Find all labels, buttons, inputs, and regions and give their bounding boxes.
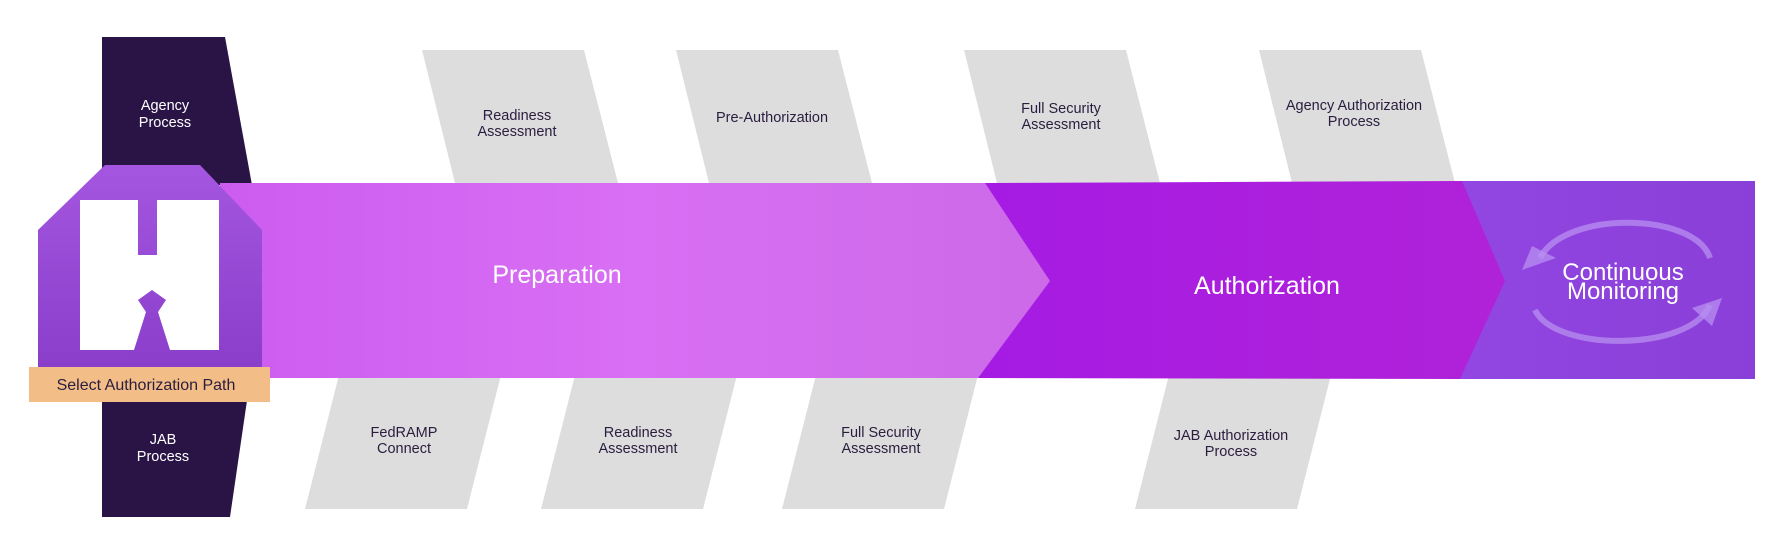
select-path-strip[interactable] xyxy=(29,367,270,402)
bottom-step-4 xyxy=(1135,375,1331,509)
bottom-step-3 xyxy=(782,375,978,509)
cycle-arrowheads-icon xyxy=(1522,246,1722,326)
preparation-title: Preparation xyxy=(492,261,621,289)
path-column xyxy=(102,37,252,185)
cycle-arrows-icon xyxy=(1532,219,1713,344)
keyhole-icon xyxy=(80,200,219,350)
select-path-label: Select Authorization Path xyxy=(57,377,236,394)
top-step-1 xyxy=(422,50,618,183)
authorization-title: Authorization xyxy=(1194,272,1340,300)
preparation-band xyxy=(220,183,1050,378)
path-column-lower xyxy=(102,380,250,517)
top-step-3 xyxy=(964,50,1160,183)
top-step-2 xyxy=(676,50,872,183)
top-step-2-label: Pre-Authorization xyxy=(716,110,828,126)
top-step-4 xyxy=(1259,50,1455,183)
authorization-band xyxy=(978,181,1505,379)
bottom-step-2 xyxy=(541,375,737,509)
bottom-step-1 xyxy=(305,375,501,509)
